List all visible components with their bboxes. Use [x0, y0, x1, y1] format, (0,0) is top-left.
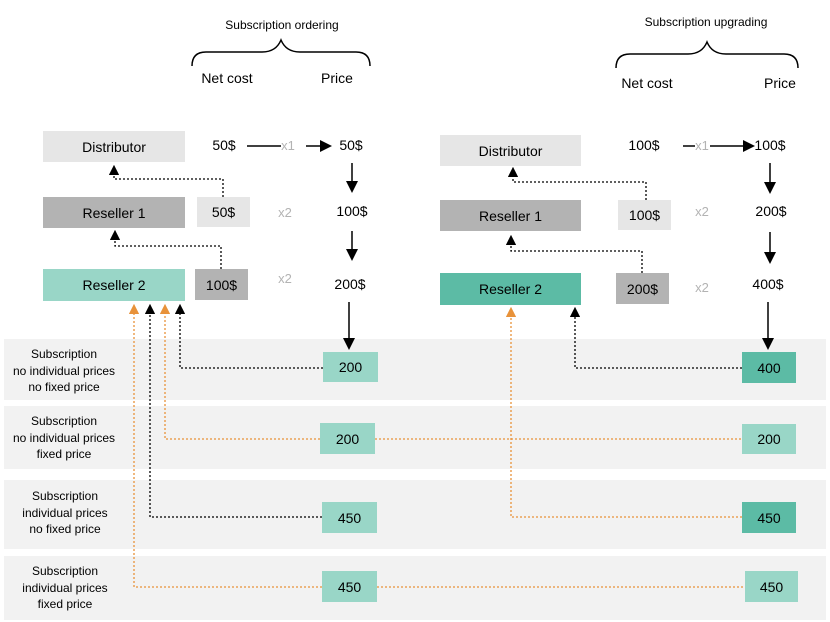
ordering-link-row4: [128, 303, 322, 588]
upgrading-reseller2-box: Reseller 2: [440, 273, 581, 305]
upgrading-distributor-net-cost: 100$: [628, 137, 660, 153]
row-band-3: [4, 480, 826, 549]
ordering-reseller1-price: 100$: [336, 203, 368, 219]
ordering-result-row1: 200: [323, 352, 378, 382]
upgrading-reseller1-price: 200$: [755, 203, 787, 219]
row-band-1: [4, 339, 826, 400]
ordering-col-net-cost: Net cost: [201, 70, 253, 86]
upgrading-brace: [615, 40, 799, 69]
ordering-reseller2-net-cost: 100$: [195, 269, 248, 300]
upgrading-col-net-cost: Net cost: [621, 75, 673, 91]
upgrading-reseller2-net-cost: 200$: [616, 273, 669, 304]
ordering-link-row2: [159, 303, 320, 440]
ordering-reseller1-box: Reseller 1: [43, 197, 185, 228]
upgrading-link-row3: [505, 306, 742, 518]
upgrading-reseller2-price: 400$: [752, 276, 784, 292]
upgrading-col-price: Price: [764, 75, 796, 91]
ordering-link-row3: [144, 303, 322, 518]
ordering-r2-to-r1: [109, 229, 222, 269]
row-band-2: [4, 406, 826, 469]
upgrading-result-row3: 450: [742, 502, 796, 533]
upgrading-distributor-box: Distributor: [440, 135, 581, 166]
ordering-distributor-net-cost: 50$: [212, 137, 236, 153]
upgrading-r1-to-distributor: [507, 166, 647, 200]
row-label-1: Subscription no individual prices no fix…: [12, 347, 116, 394]
ordering-result-row3: 450: [322, 502, 377, 533]
upgrading-result-row4: 450: [745, 571, 798, 602]
ordering-reseller1-multiplier: x2: [278, 205, 292, 220]
upgrading-reseller1-net-cost: 100$: [618, 200, 671, 230]
row-band-4: [4, 556, 826, 620]
ordering-distributor-price: 50$: [339, 137, 363, 153]
ordering-reseller2-label: Reseller 2: [82, 277, 146, 293]
upgrading-distributor-price: 100$: [754, 137, 786, 153]
ordering-brace: [191, 38, 371, 67]
upgrading-title: Subscription upgrading: [644, 15, 768, 29]
ordering-reseller2-price: 200$: [334, 276, 366, 292]
upgrading-distributor-multiplier: x1: [695, 138, 709, 153]
upgrading-result-row1: 400: [742, 352, 796, 383]
ordering-title: Subscription ordering: [225, 18, 339, 32]
ordering-distributor-box: Distributor: [43, 131, 185, 162]
upgrading-r2-to-r1: [505, 234, 643, 273]
upgrading-reseller1-box: Reseller 1: [440, 200, 581, 231]
ordering-distributor-multiplier: x1: [281, 138, 295, 153]
ordering-result-row2: 200: [320, 423, 375, 454]
upgrading-result-row2: 200: [742, 424, 796, 454]
ordering-result-row4: 450: [322, 571, 377, 602]
row-label-4: Subscription individual prices fixed pri…: [22, 564, 108, 611]
ordering-reseller2-multiplier: x2: [278, 271, 292, 286]
ordering-distributor-label: Distributor: [82, 138, 146, 155]
upgrading-link-row1: [569, 306, 742, 369]
upgrading-reseller1-label: Reseller 1: [478, 207, 543, 224]
upgrading-reseller1-multiplier: x2: [695, 204, 709, 219]
row-label-3: Subscription individual prices no fixed …: [22, 489, 108, 536]
row-label-2: Subscription no individual prices fixed …: [12, 414, 116, 461]
upgrading-distributor-label: Distributor: [478, 142, 543, 159]
ordering-link-row1: [174, 303, 323, 369]
ordering-reseller1-label: Reseller 1: [82, 204, 146, 221]
upgrading-reseller2-label: Reseller 2: [478, 281, 543, 297]
ordering-reseller2-box: Reseller 2: [43, 269, 185, 301]
ordering-col-price: Price: [321, 70, 353, 86]
ordering-reseller1-net-cost: 50$: [197, 197, 250, 227]
upgrading-reseller2-multiplier: x2: [695, 280, 709, 295]
ordering-r1-to-distributor: [108, 164, 224, 197]
